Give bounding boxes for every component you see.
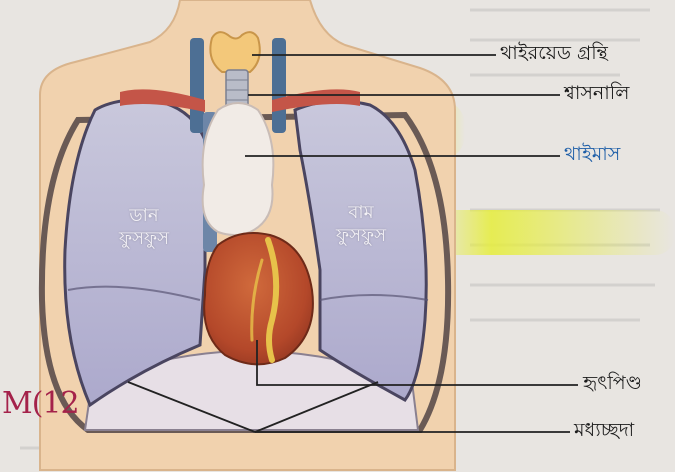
- thymus-gland: [203, 103, 274, 235]
- figure-number-mark: M(12: [2, 386, 79, 421]
- right-lung-label-line2: ফুসফুস: [88, 228, 200, 251]
- thymus-label: থাইমাস: [564, 145, 620, 164]
- left-lung-label: বাম ফুসফুস: [305, 202, 417, 247]
- heart-shape: [204, 233, 313, 364]
- left-lung-label-line2: ফুসফুস: [305, 225, 417, 248]
- right-lung-label-line1: ডান: [88, 205, 200, 228]
- thyroid-gland: [210, 32, 259, 72]
- trachea-label: শ্বাসনালি: [564, 84, 629, 103]
- diaphragm-label: মধ্যচ্ছদা: [574, 421, 634, 440]
- left-lung-label-line1: বাম: [305, 202, 417, 225]
- heart-label: হৃৎপিণ্ড: [583, 374, 642, 393]
- thyroid-label: থাইরয়েড গ্রন্থি: [500, 44, 608, 63]
- right-lung-label: ডান ফুসফুস: [88, 205, 200, 250]
